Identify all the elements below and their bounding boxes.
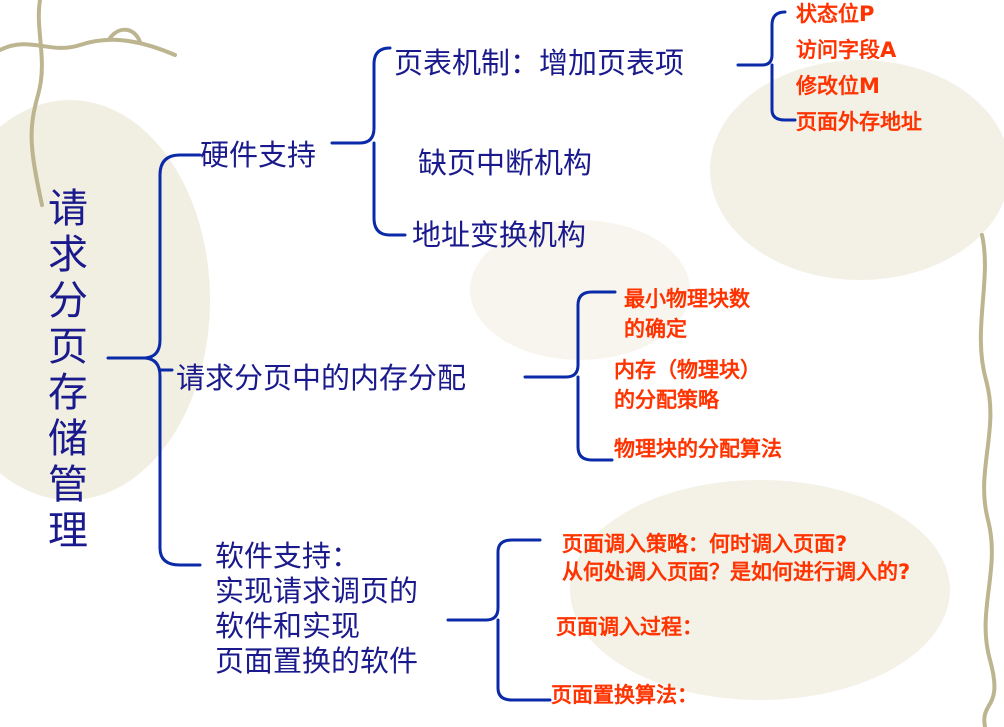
software-item-replacement-algorithm: 页面置换算法： xyxy=(551,683,698,707)
pagetable-bracket xyxy=(736,10,797,122)
page-table-item-external-address: 页面外存地址 xyxy=(796,110,922,134)
page-table-item-access: 访问字段A xyxy=(796,38,897,62)
software-item-fetch-process: 页面调入过程： xyxy=(556,615,703,639)
memory-item-allocation-policy: 内存（物理块） 的分配策略 xyxy=(614,358,761,412)
hardware-bracket xyxy=(330,46,407,237)
memory-item-min-frames: 最小物理块数 的确定 xyxy=(624,287,750,341)
page-table-item-modify: 修改位M xyxy=(796,74,880,98)
hardware-support-label: 硬件支持 xyxy=(200,138,317,172)
address-translation-label: 地址变换机构 xyxy=(412,218,587,252)
page-table-label: 页表机制：增加页表项 xyxy=(394,46,685,80)
software-bracket xyxy=(446,538,552,702)
page-table-item-status: 状态位P xyxy=(796,2,875,26)
memory-item-allocation-algorithm: 物理块的分配算法 xyxy=(614,437,782,461)
page-fault-mechanism-label: 缺页中断机构 xyxy=(418,146,593,180)
memory-allocation-label: 请求分页中的内存分配 xyxy=(176,361,467,395)
main-bracket xyxy=(106,153,202,567)
software-item-fetch-policy: 页面调入策略：何时调入页面? 从何处调入页面？是如何进行调入的? xyxy=(562,532,911,584)
page-title: 请求分页存储管理 xyxy=(48,186,88,554)
vine-top-left-icon xyxy=(0,0,177,207)
vine-right-icon xyxy=(978,233,997,727)
memory-bracket xyxy=(523,290,617,462)
software-support-label: 软件支持： 实现请求调页的 软件和实现 页面置换的软件 xyxy=(215,539,419,678)
